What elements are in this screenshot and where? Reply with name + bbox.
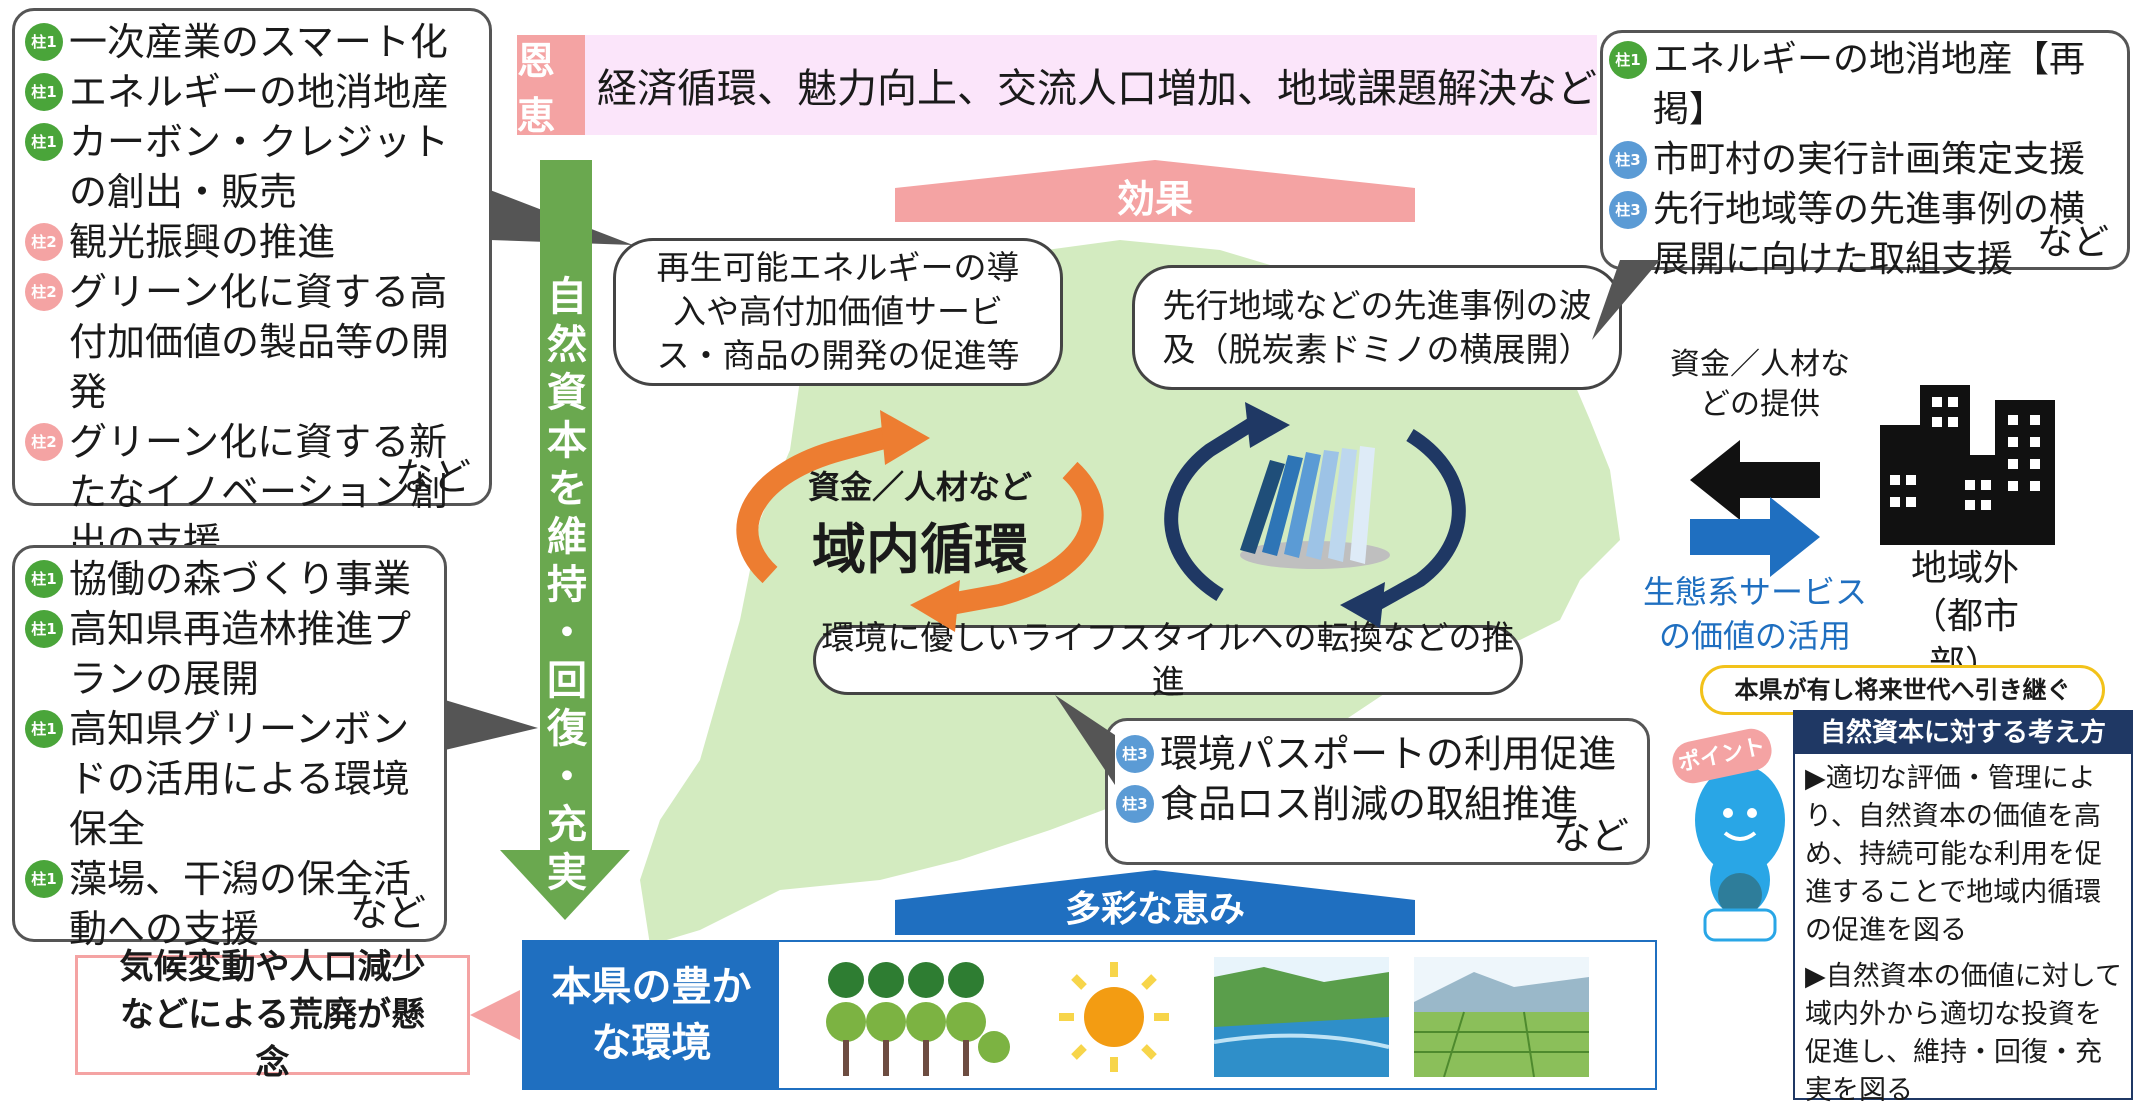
- pillar-badge: 柱2: [25, 273, 63, 311]
- arrow-right-icon: [1690, 497, 1820, 577]
- benefit-text: 経済循環、魅力向上、交流人口増加、地域課題解決など: [597, 66, 1597, 112]
- orange-cycle: [736, 410, 1104, 632]
- river-icon: [1214, 957, 1389, 1077]
- point-bullet: ▶適切な評価・管理により、自然資本の価値を高め、持続可能な利用を促進することで地…: [1805, 763, 2102, 946]
- point-bullet: ▶自然資本の価値に対して域内外から適切な投資を促進し、維持・回復・充実を図る: [1805, 961, 2122, 1106]
- effect-label: 効果: [1116, 177, 1193, 221]
- forest-icon: [826, 962, 1010, 1076]
- pillar-badge: 柱1: [25, 73, 63, 111]
- pillar-badge: 柱1: [25, 123, 63, 161]
- pillar-badge: 柱3: [1609, 141, 1647, 179]
- arrow-left-icon: [1690, 440, 1820, 520]
- bubble-domino: 先行地域などの先進事例の波及（脱炭素ドミノの横展開）: [1132, 265, 1622, 390]
- point-title: 自然資本に対する考え方: [1795, 712, 2131, 754]
- paddy-field-icon: [1414, 957, 1589, 1077]
- etc-label: など: [349, 891, 426, 935]
- buildings-icon: [1880, 385, 2055, 545]
- pillar-badge: 柱3: [1609, 191, 1647, 229]
- benefit-tag: 恩恵: [517, 35, 585, 138]
- etc-label: など: [394, 455, 471, 499]
- domino-cycle: [1164, 402, 1466, 628]
- vertical-green-arrow: [500, 160, 630, 920]
- mascot-icon: [1695, 765, 1785, 942]
- pillar-badge: 柱2: [25, 423, 63, 461]
- eco-text: 生態系サービスの価値の活用: [1642, 573, 1867, 655]
- cycle-sub: 資金／人材など: [807, 468, 1032, 506]
- pillar-badge: 柱1: [1609, 41, 1647, 79]
- vertical-arrow-text: 自然資本を維持・回復・充実: [540, 275, 586, 899]
- bubble-lifestyle: 環境に優しいライフスタイルへの転換などの推進: [813, 618, 1523, 701]
- pillar-badge: 柱1: [25, 860, 63, 898]
- pillar-badge: 柱3: [1116, 735, 1154, 773]
- pillar-badge: 柱3: [1116, 785, 1154, 823]
- etc-label: など: [2036, 222, 2109, 263]
- point-panel: 自然資本に対する考え方 ▶適切な評価・管理により、自然資本の価値を高め、持続可能…: [1793, 710, 2133, 1106]
- callout-pointer: [445, 700, 538, 750]
- variety-arrow: [895, 870, 1415, 935]
- pillar-badge: 柱1: [25, 610, 63, 648]
- benefit-banner: 恩恵 経済循環、魅力向上、交流人口増加、地域課題解決など: [517, 35, 1597, 138]
- pillar-badge: 柱1: [25, 560, 63, 598]
- callout-pointer: [1055, 695, 1115, 785]
- pillar-badge: 柱1: [25, 23, 63, 61]
- supply-text: 資金／人材などの提供: [1670, 347, 1850, 422]
- point-heading: 本県が有し将来世代へ引き継ぐ: [1700, 665, 2105, 715]
- cycle-main: 域内循環: [812, 518, 1028, 581]
- callout-pointer: [1592, 260, 1660, 340]
- concern-arrow: [470, 990, 520, 1040]
- effect-arrow: [895, 160, 1415, 222]
- variety-label: 多彩な恵み: [1064, 889, 1245, 930]
- bubble-renewable: 再生可能エネルギーの導入や高付加価値サービス・商品の開発の促進等: [613, 238, 1063, 386]
- pillar-badge: 柱1: [25, 710, 63, 748]
- sun-icon: [1059, 962, 1169, 1072]
- concern-box: 気候変動や人口減少などによる荒廃が懸念: [75, 947, 470, 1083]
- rich-env-label: 本県の豊かな環境: [524, 942, 779, 1088]
- etc-label: など: [1552, 814, 1629, 858]
- pillar-badge: 柱2: [25, 223, 63, 261]
- concern-text: 気候変動や人口減少などによる荒廃が懸念: [119, 947, 426, 1083]
- rich-environment-panel: 本県の豊かな環境: [522, 940, 1657, 1090]
- domino-icon: [1240, 460, 1285, 554]
